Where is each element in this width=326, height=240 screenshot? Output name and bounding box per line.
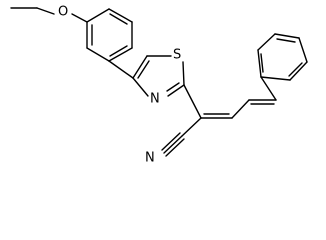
atom-ether-oxygen: O <box>58 5 68 20</box>
bond-aryl-4 <box>108 47 133 62</box>
atom-nitrile-nitrogen: N <box>145 151 155 166</box>
bond-aryl-1 <box>86 8 110 23</box>
canvas-background <box>0 0 326 174</box>
atom-thiazole-sulfur: S <box>173 48 181 63</box>
bond-phenyl-4 <box>298 37 308 63</box>
bond-alkene-nitrile-carbon <box>181 117 202 137</box>
bond-thiazole-c4-c5 <box>132 55 148 79</box>
atom-thiazole-nitrogen: N <box>150 92 160 107</box>
bond-aryl-inner-b <box>109 45 128 57</box>
bond-nitrile-triple-2 <box>163 135 183 154</box>
bond-phenyl-1 <box>257 49 262 78</box>
bond-thiazole-c2-n <box>167 84 185 97</box>
bond-nitrile-triple-1 <box>161 132 181 151</box>
bond-nitrile-triple-3 <box>165 138 185 157</box>
bond-oxygen-aryl <box>71 13 88 23</box>
bond-aryl-inner-a <box>109 13 128 25</box>
bonds <box>10 7 308 157</box>
bond-phenyl-6 <box>260 76 291 81</box>
bond-thiazole-c5-c4-inner <box>137 60 150 79</box>
bond-ethyl-oxygen <box>36 7 55 15</box>
atom-labels: O S N N <box>58 5 181 166</box>
bond-chain-phenyl <box>260 76 277 101</box>
bond-aryl-2 <box>108 8 133 23</box>
bond-thiazole-alkene <box>183 84 202 119</box>
bond-phenyl-inner-a <box>260 53 264 73</box>
bond-phenyl-3 <box>274 33 300 39</box>
bond-phenyl-2 <box>257 33 276 51</box>
bond-thiazole-n-c4 <box>132 77 149 97</box>
bond-chain <box>231 99 250 119</box>
bond-thiazole-c2-n-inner <box>166 82 180 92</box>
bond-phenyl-inner-b <box>276 38 296 43</box>
chemical-structure: O S N N <box>0 0 326 174</box>
bond-aryl-thiazole <box>108 60 134 79</box>
bond-aryl-5 <box>86 47 110 62</box>
bond-phenyl-5 <box>289 61 308 81</box>
bond-thiazole-s-c2 <box>182 61 185 86</box>
bond-phenyl-inner-c <box>288 62 303 77</box>
